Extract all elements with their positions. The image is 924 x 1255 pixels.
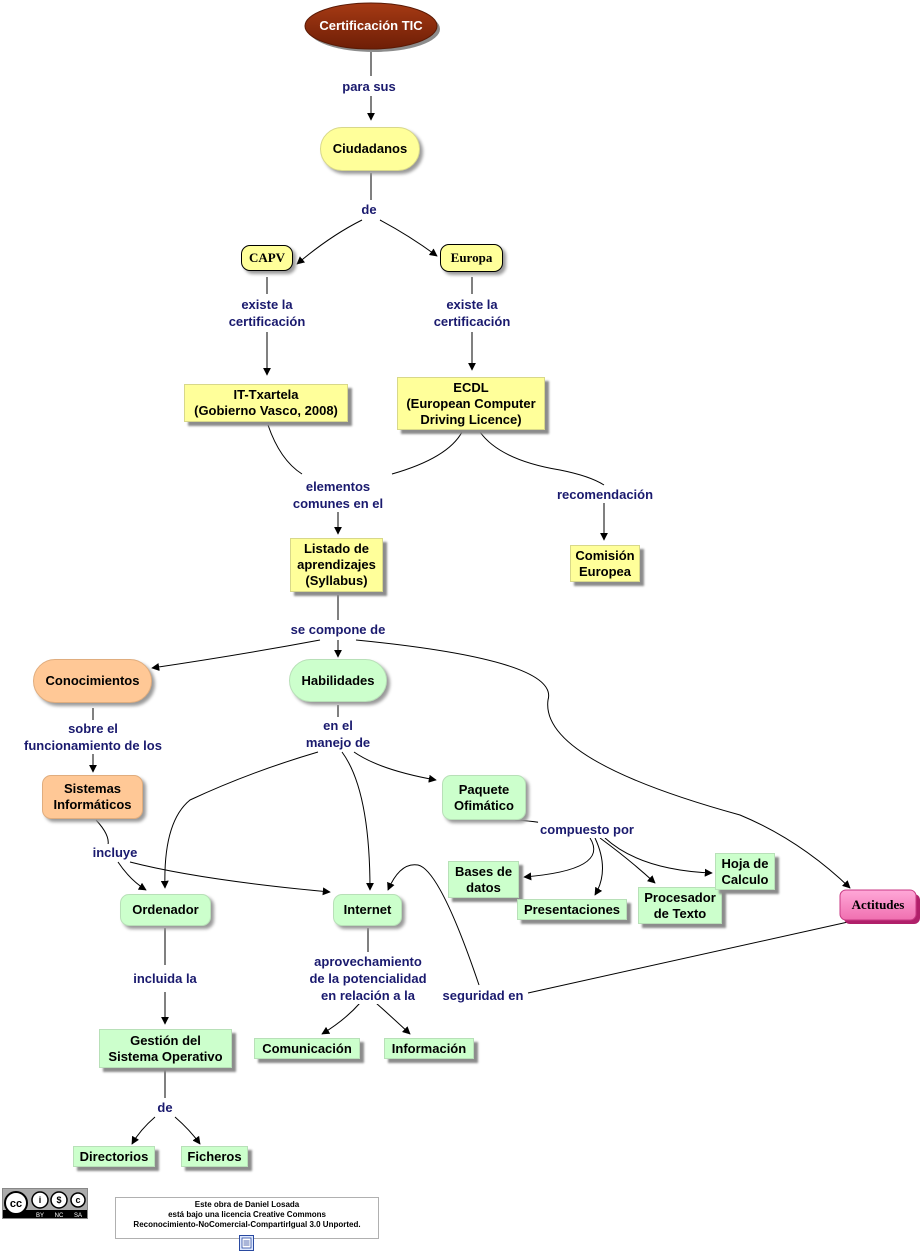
license-name[interactable]: Reconocimiento-NoComercial-CompartirIgua… [133, 1220, 361, 1229]
link-incluye: incluye [90, 844, 140, 861]
link-se-compone: se compone de [288, 621, 388, 638]
link-en-el-manejo: en el manejo de [303, 717, 373, 751]
license-notice: Este obra de Daniel Losada está bajo una… [115, 1197, 379, 1239]
node-it-txartela[interactable]: IT-Txartela (Gobierno Vasco, 2008) [184, 384, 348, 422]
link-para-sus: para sus [340, 78, 398, 95]
node-ecdl[interactable]: ECDL (European Computer Driving Licence) [397, 377, 545, 430]
link-aprovechamiento: aprovechamiento de la potencialidad en r… [307, 953, 429, 1004]
document-icon[interactable] [239, 1235, 254, 1251]
node-comunicacion[interactable]: Comunicación [254, 1038, 360, 1059]
node-presentaciones[interactable]: Presentaciones [517, 899, 627, 920]
actitudes-shape [839, 889, 917, 921]
link-seguridad-en: seguridad en [440, 987, 526, 1004]
link-compuesto-por: compuesto por [538, 821, 636, 838]
node-procesador[interactable]: Procesador de Texto [638, 887, 722, 924]
node-directorios[interactable]: Directorios [73, 1146, 155, 1167]
svg-text:SA: SA [74, 1213, 82, 1218]
node-comision[interactable]: Comisión Europea [570, 545, 640, 582]
node-habilidades[interactable]: Habilidades [289, 659, 387, 702]
svg-text:i: i [39, 1195, 42, 1205]
link-incluida-la: incluida la [131, 970, 199, 987]
node-europa[interactable]: Europa [440, 244, 503, 272]
svg-text:$: $ [56, 1195, 61, 1205]
link-existe-capv: existe la certificación [226, 296, 308, 330]
node-paquete[interactable]: Paquete Ofimático [442, 775, 526, 820]
svg-text:NC: NC [55, 1213, 64, 1218]
svg-text:cc: cc [10, 1198, 22, 1210]
node-actitudes[interactable]: Actitudes [851, 897, 905, 912]
node-capv[interactable]: CAPV [241, 245, 293, 271]
link-elementos-comunes: elementos comunes en el [290, 478, 386, 512]
node-listado[interactable]: Listado de aprendizajes (Syllabus) [290, 538, 383, 592]
link-recomendacion: recomendación [554, 486, 656, 503]
link-de: de [359, 201, 379, 218]
node-sistemas[interactable]: Sistemas Informáticos [42, 775, 143, 819]
license-author: Este obra de Daniel Losada [194, 1200, 300, 1209]
svg-text:c: c [75, 1195, 80, 1205]
node-gestion[interactable]: Gestión del Sistema Operativo [99, 1029, 232, 1068]
node-ciudadanos[interactable]: Ciudadanos [320, 127, 420, 171]
node-hoja-de-calculo[interactable]: Hoja de Calculo [715, 853, 775, 890]
node-conocimientos[interactable]: Conocimientos [33, 659, 152, 703]
creative-commons-badge[interactable]: cc i $ c BY NC SA [2, 1188, 88, 1219]
node-ordenador[interactable]: Ordenador [120, 894, 211, 926]
license-type: está bajo una licencia Creative Commons [168, 1210, 326, 1219]
svg-text:BY: BY [36, 1213, 44, 1218]
node-internet[interactable]: Internet [333, 894, 402, 926]
node-bases-de-datos[interactable]: Bases de datos [448, 861, 519, 898]
node-ficheros[interactable]: Ficheros [181, 1146, 248, 1167]
root-ellipse [304, 2, 438, 50]
cc-icons: cc i $ c BY NC SA [3, 1189, 87, 1219]
node-certificacion-tic[interactable]: Certificación TIC [319, 18, 423, 33]
link-de-gestion: de [155, 1099, 175, 1116]
link-existe-europa: existe la certificación [431, 296, 513, 330]
link-sobre-el: sobre el funcionamiento de los [22, 720, 164, 754]
node-informacion[interactable]: Información [384, 1038, 474, 1059]
